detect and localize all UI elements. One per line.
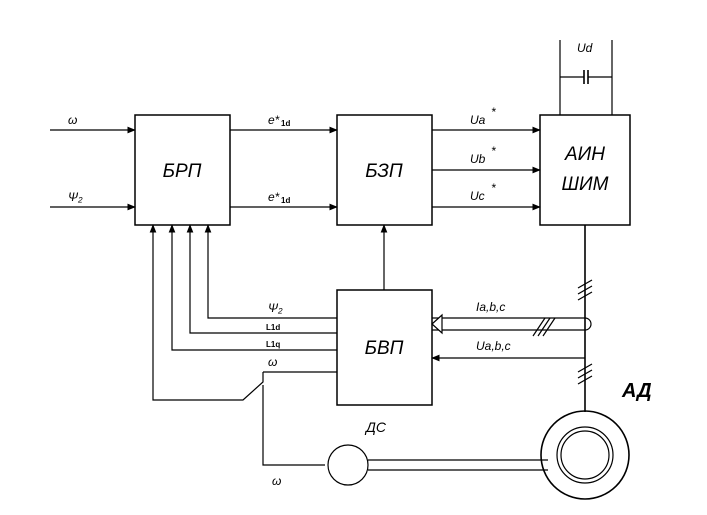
motor-label: АД: [621, 380, 652, 402]
speed-sensor-label: ДС: [364, 419, 387, 435]
l1q-feedback-arrow: [168, 224, 337, 351]
induction-motor-rotor-inner: [560, 430, 610, 480]
ain-shim-block: [539, 114, 631, 226]
brp-label: БРП: [163, 161, 202, 182]
psi-feedback-arrow: [204, 224, 337, 319]
shim-label: ШИМ: [562, 174, 609, 195]
current-sensor-loop: [584, 317, 592, 331]
ud-label: Ud: [577, 41, 593, 55]
omega-bottom-label: ω: [272, 474, 281, 488]
ua-ref-star: *: [491, 105, 496, 119]
phase-tick: [577, 279, 593, 289]
speed-sensor-wire: [262, 385, 325, 466]
phase-tick: [577, 363, 593, 373]
brp-block: [134, 114, 231, 226]
e1d-top-sub: 1d: [281, 119, 290, 128]
induction-motor-outer: [540, 410, 630, 500]
phase-tick: [577, 291, 593, 301]
ub-ref-star: *: [491, 144, 496, 158]
iabc-label: Ia,b,c: [476, 300, 505, 314]
e1d-top-label: e*: [268, 113, 280, 127]
psi-feedback-label: Ψ₂: [268, 301, 283, 315]
uc-ref-label: Uc: [470, 189, 485, 203]
l1d-feedback-label: L1d: [266, 323, 280, 332]
induction-motor-rotor: [556, 426, 614, 484]
psi-input-label: Ψ₂: [68, 190, 83, 204]
l1q-feedback-label: L1q: [266, 340, 280, 349]
omega-feedback-label: ω: [268, 355, 277, 369]
current-tick: [532, 317, 546, 337]
omega-input-label: ω: [68, 113, 77, 127]
ua-ref-label: Ua: [470, 113, 486, 127]
uc-ref-star: *: [491, 181, 496, 195]
speed-sensor: [327, 444, 369, 486]
bzp-block: [336, 114, 433, 226]
ub-ref-label: Ub: [470, 152, 486, 166]
current-input-arrowhead: [431, 313, 443, 335]
phase-tick: [577, 285, 593, 295]
e1d-bottom-label: e*: [268, 190, 280, 204]
omega-to-brp-arrow: [149, 224, 264, 401]
current-tick: [537, 317, 551, 337]
l1d-feedback-arrow: [186, 224, 337, 334]
phase-tick: [577, 375, 593, 385]
current-tick: [542, 317, 556, 337]
uabc-label: Ua,b,c: [476, 339, 511, 353]
bvp-label: БВП: [365, 338, 404, 359]
ain-label: АИН: [564, 144, 605, 165]
bzp-label: БЗП: [365, 161, 403, 182]
e1d-bottom-sub: 1d: [281, 196, 290, 205]
phase-tick: [577, 369, 593, 379]
